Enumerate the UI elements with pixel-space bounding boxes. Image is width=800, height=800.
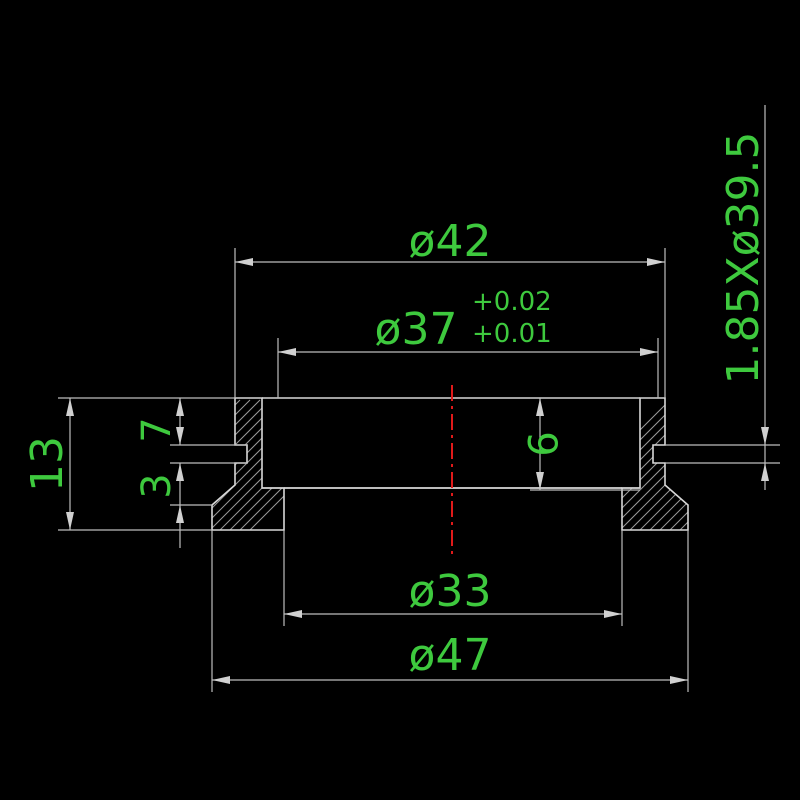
dim-h3-label: 3 bbox=[134, 473, 180, 498]
dim-d33: ø33 bbox=[283, 530, 623, 626]
dim-d37-label: ø37 bbox=[375, 304, 458, 355]
dim-d42-label: ø42 bbox=[409, 216, 492, 267]
dim-d47: ø47 bbox=[211, 530, 689, 692]
dim-d47-label: ø47 bbox=[409, 630, 492, 681]
dim-oring: 1.85Xø39.5 bbox=[665, 105, 780, 490]
dim-d37-tol-upper: +0.02 bbox=[472, 287, 552, 317]
dim-h7-label: 7 bbox=[134, 417, 180, 442]
right-section-hatch bbox=[622, 399, 688, 530]
dim-d37: ø37 +0.02 +0.01 bbox=[277, 287, 659, 398]
dim-d42: ø42 bbox=[234, 216, 666, 398]
dim-h13: 13 bbox=[22, 397, 235, 531]
left-section-hatch bbox=[212, 399, 284, 530]
part-outline bbox=[211, 397, 689, 531]
dim-h3: 3 bbox=[134, 462, 247, 548]
dim-oring-label: 1.85Xø39.5 bbox=[718, 132, 769, 385]
dim-h9: 9 bbox=[518, 397, 640, 491]
dim-h13-label: 13 bbox=[22, 436, 73, 492]
dim-h7: 7 bbox=[134, 398, 247, 446]
dim-d37-tol-lower: +0.01 bbox=[472, 319, 552, 349]
dim-h9-label: 9 bbox=[518, 431, 564, 456]
dim-d33-label: ø33 bbox=[409, 566, 492, 617]
